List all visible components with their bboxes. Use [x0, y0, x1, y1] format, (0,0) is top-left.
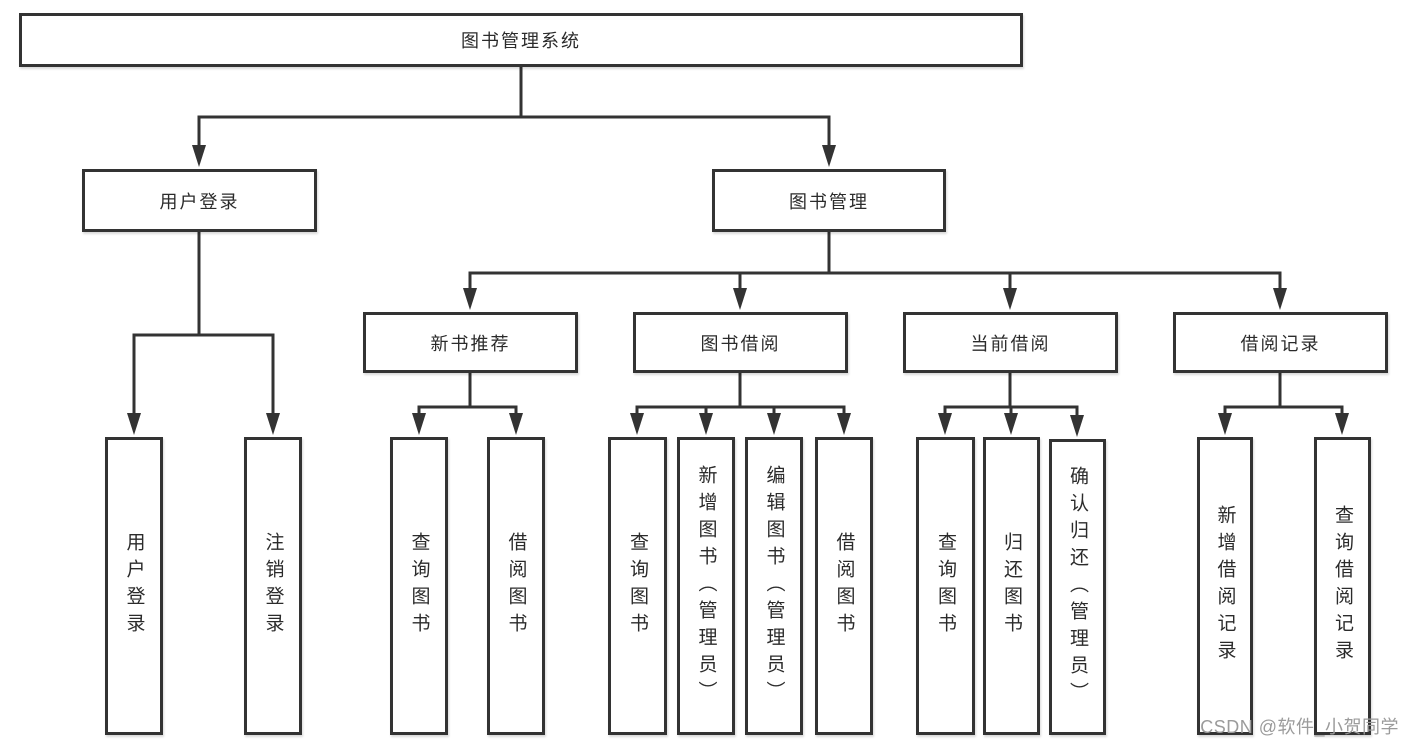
node-book-management: 图书管理	[712, 169, 946, 232]
node-label: 借阅图书	[505, 532, 527, 640]
node-label: 图书管理	[789, 191, 869, 212]
node-leaf-query-books-current: 查询图书	[916, 437, 975, 735]
node-leaf-return-books: 归还图书	[983, 437, 1040, 735]
node-leaf-query-borrow-record: 查询借阅记录	[1314, 437, 1371, 735]
node-label: 查询图书	[627, 532, 648, 640]
node-label: 新书推荐	[430, 333, 511, 354]
node-label: 编辑图书（管理员）	[763, 464, 785, 708]
node-leaf-borrow-books-recommend: 借阅图书	[487, 437, 545, 735]
node-current-borrowing: 当前借阅	[903, 312, 1118, 373]
node-label: 查询图书	[408, 532, 430, 640]
node-user-login: 用户登录	[82, 169, 317, 232]
node-book-borrowing: 图书借阅	[633, 312, 848, 373]
arrow-down-icon	[463, 288, 477, 310]
arrow-down-icon	[837, 413, 851, 435]
node-label: 新增图书（管理员）	[695, 464, 717, 708]
arrow-down-icon	[1273, 288, 1287, 310]
node-leaf-logout: 注销登录	[244, 437, 302, 735]
node-leaf-add-borrow-record: 新增借阅记录	[1197, 437, 1253, 735]
node-leaf-confirm-return-admin: 确认归还（管理员）	[1049, 439, 1106, 735]
arrow-down-icon	[1070, 415, 1084, 437]
node-label: 确认归还（管理员）	[1067, 465, 1088, 709]
arrow-down-icon	[1004, 413, 1018, 435]
node-label: 借阅记录	[1240, 333, 1321, 354]
node-label: 注销登录	[262, 532, 284, 640]
node-label: 用户登录	[159, 191, 240, 212]
node-label: 图书管理系统	[461, 31, 581, 51]
arrow-down-icon	[1218, 413, 1232, 435]
arrow-down-icon	[1003, 288, 1017, 310]
arrow-down-icon	[699, 413, 713, 435]
node-label: 新增借阅记录	[1214, 505, 1236, 667]
node-leaf-edit-books-admin: 编辑图书（管理员）	[745, 437, 803, 735]
arrow-down-icon	[630, 413, 644, 435]
node-label: 图书借阅	[700, 333, 781, 354]
node-leaf-user-login: 用户登录	[105, 437, 163, 735]
arrow-down-icon	[938, 413, 952, 435]
node-label: 查询借阅记录	[1332, 505, 1353, 667]
node-label: 当前借阅	[970, 333, 1051, 354]
arrow-down-icon	[192, 145, 206, 167]
node-label: 借阅图书	[833, 532, 855, 640]
arrow-down-icon	[822, 145, 836, 167]
arrow-down-icon	[1335, 413, 1349, 435]
node-label: 查询图书	[935, 532, 956, 640]
arrow-down-icon	[509, 413, 523, 435]
node-leaf-add-books-admin: 新增图书（管理员）	[677, 437, 735, 735]
arrow-down-icon	[412, 413, 426, 435]
arrow-down-icon	[266, 413, 280, 435]
arrow-down-icon	[733, 288, 747, 310]
node-leaf-query-books-recommend: 查询图书	[390, 437, 448, 735]
node-label: 用户登录	[123, 532, 145, 640]
node-label: 归还图书	[1001, 532, 1022, 640]
arrowhead-icons	[127, 145, 1349, 437]
node-leaf-borrow-books: 借阅图书	[815, 437, 873, 735]
arrow-down-icon	[127, 413, 141, 435]
node-leaf-query-books-borrow: 查询图书	[608, 437, 667, 735]
watermark-text: CSDN @软件_小贺同学	[1200, 717, 1399, 737]
arrow-down-icon	[767, 413, 781, 435]
node-new-book-recommend: 新书推荐	[363, 312, 578, 373]
node-library-system: 图书管理系统	[19, 13, 1023, 67]
node-borrowing-records: 借阅记录	[1173, 312, 1388, 373]
